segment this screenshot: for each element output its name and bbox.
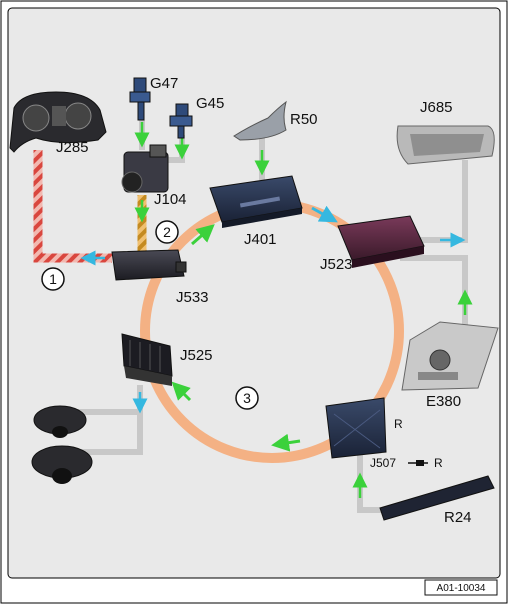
label-r50: R50 — [290, 111, 318, 128]
label-r-main: R — [394, 417, 403, 431]
flow-arrows — [80, 122, 473, 498]
ring-arrows — [171, 205, 338, 452]
svg-text:1: 1 — [49, 271, 57, 287]
j507-arrow-symbol — [408, 460, 428, 466]
label-j685: J685 — [420, 99, 453, 116]
label-e380: E380 — [426, 393, 461, 410]
j525-amplifier — [121, 333, 173, 386]
r50-antenna — [233, 100, 287, 141]
diagram-background — [7, 7, 501, 579]
label-j523: J523 — [320, 256, 353, 273]
label-j525: J525 — [180, 347, 213, 364]
r-tuner-box — [325, 397, 387, 459]
svg-text:3: 3 — [243, 390, 251, 406]
label-j401: J401 — [244, 231, 277, 248]
speaker-1 — [33, 405, 87, 438]
speaker-2 — [31, 445, 93, 484]
e380-control-panel — [401, 321, 499, 391]
label-r-small: R — [434, 456, 443, 470]
ring-arrow-4 — [271, 433, 301, 452]
j401-navigation-unit — [209, 175, 303, 228]
callout-3: 3 — [235, 386, 259, 410]
label-j104: J104 — [154, 191, 187, 208]
label-g47: G47 — [150, 75, 178, 92]
j104-abs-unit — [121, 144, 169, 193]
label-g45: G45 — [196, 95, 224, 112]
label-r24: R24 — [444, 509, 472, 526]
svg-text:2: 2 — [163, 224, 171, 240]
callout-2: 2 — [155, 220, 179, 244]
figure-code-box: A01-10034 — [424, 579, 498, 596]
callout-1: 1 — [41, 267, 65, 291]
g45-sensor — [169, 103, 193, 139]
j523-control-unit — [337, 215, 425, 268]
label-j507: J507 — [370, 456, 396, 470]
j533-gateway — [111, 249, 187, 281]
svg-text:A01-10034: A01-10034 — [437, 583, 486, 594]
ring-arrow-1 — [191, 224, 215, 246]
speaker2-link — [80, 412, 143, 455]
ring-arrow-3 — [171, 381, 192, 402]
label-j285: J285 — [56, 139, 89, 156]
g47-sensor — [129, 77, 151, 121]
ring-arrow-2 — [311, 205, 338, 223]
j685-display — [396, 125, 495, 165]
label-j533: J533 — [176, 289, 209, 306]
j285-instrument-cluster — [9, 91, 107, 153]
r24-antenna-strip — [379, 475, 495, 521]
